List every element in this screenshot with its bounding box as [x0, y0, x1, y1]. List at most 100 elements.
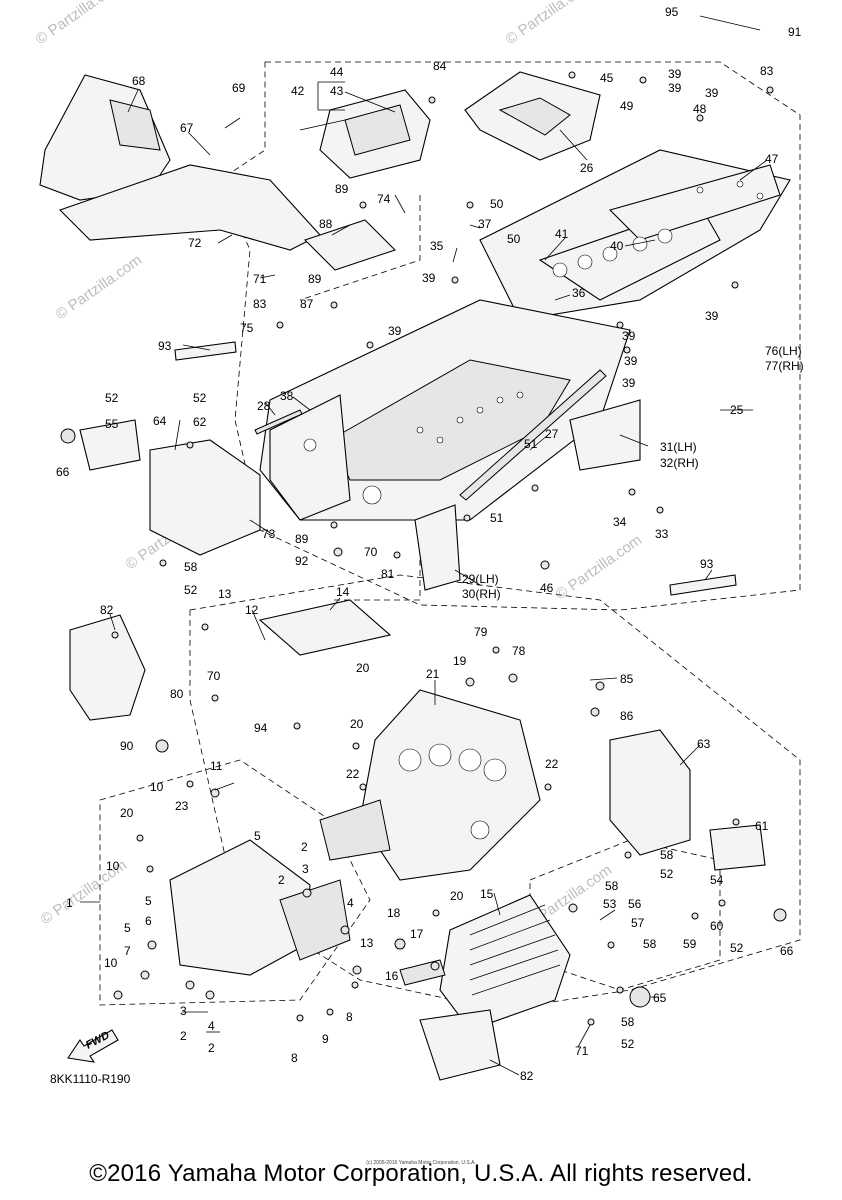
callout-label: 6 — [145, 914, 152, 928]
callout-label: 9 — [322, 1032, 329, 1046]
callout-label: 2 — [278, 873, 285, 887]
callout-label: 91 — [788, 25, 802, 39]
main-chassis-frame — [254, 299, 641, 591]
callout-label: 90 — [120, 739, 134, 753]
callout-label: 71 — [253, 272, 267, 286]
rear-bracket — [464, 71, 601, 161]
callout-label: 30(RH) — [462, 587, 501, 601]
diagram-code: 8KK1110-R190 — [50, 1072, 131, 1086]
callout-label: 11 — [210, 759, 223, 773]
callout-label: 35 — [430, 239, 444, 253]
callout-label: 81 — [381, 567, 395, 581]
callout-label: 20 — [120, 806, 134, 820]
callout-label: 22 — [545, 757, 559, 771]
callout-label: 93 — [158, 339, 172, 353]
callout-label: 52 — [184, 583, 198, 597]
callout-label: 69 — [232, 81, 246, 95]
callout-label: 58 — [184, 560, 198, 574]
callout-label: 31(LH) — [660, 440, 697, 454]
callout-label: 83 — [760, 64, 774, 78]
callout-label: 94 — [254, 721, 268, 735]
callout-label: 2 — [301, 840, 308, 854]
callout-label: 82 — [520, 1069, 534, 1083]
callout-label: 84 — [433, 59, 447, 73]
callout-label: 39 — [668, 81, 682, 95]
callout-label: 86 — [620, 709, 634, 723]
callout-label: 63 — [697, 737, 711, 751]
callout-label: 39 — [624, 354, 638, 368]
callout-label: 36 — [572, 286, 586, 300]
electrical-box — [299, 89, 431, 179]
callout-label: 10 — [106, 859, 120, 873]
callout-label: 71 — [575, 1044, 589, 1058]
fwd-arrow-icon: FWD — [67, 1029, 119, 1063]
callout-label: 52 — [105, 391, 119, 405]
rear-bumper — [60, 419, 261, 556]
small-copyright: (c) 2005-2016 Yamaha Motor Corporation, … — [366, 1160, 476, 1166]
callout-label: 73 — [262, 527, 276, 541]
callout-label: 5 — [254, 829, 261, 843]
callout-label: 52 — [621, 1037, 635, 1051]
callout-label: 65 — [653, 991, 667, 1005]
callout-label: 39 — [668, 67, 682, 81]
callout-label: 58 — [643, 937, 657, 951]
callout-label: 95 — [665, 5, 679, 19]
callout-label: 62 — [193, 415, 207, 429]
callout-label: 60 — [710, 919, 724, 933]
callout-label: 18 — [387, 906, 401, 920]
callout-label: 50 — [490, 197, 504, 211]
callout-label: 83 — [253, 297, 267, 311]
callout-label: 41 — [555, 227, 569, 241]
callout-labels: 95 91 84 45 44 43 42 39 39 39 83 69 68 6… — [56, 5, 804, 1083]
callout-label: 46 — [540, 581, 554, 595]
callout-label: 78 — [512, 644, 526, 658]
fasteners — [111, 71, 774, 1026]
callout-label: 26 — [580, 161, 594, 175]
callout-label: 70 — [364, 545, 378, 559]
callout-label: 3 — [180, 1004, 187, 1018]
callout-label: 16 — [385, 969, 399, 983]
callout-label: 89 — [335, 182, 349, 196]
callout-label: 50 — [507, 232, 521, 246]
callout-label: 89 — [308, 272, 322, 286]
small-plates — [174, 219, 737, 596]
callout-label: 53 — [603, 897, 617, 911]
callout-label: 13 — [218, 587, 232, 601]
callout-label: 39 — [622, 329, 636, 343]
callout-label: 85 — [620, 672, 634, 686]
callout-label: 67 — [180, 121, 194, 135]
callout-label: 25 — [730, 403, 744, 417]
callout-label: 80 — [170, 687, 184, 701]
callout-label: 59 — [683, 937, 697, 951]
leader-lines — [80, 15, 768, 1076]
callout-label: 8 — [291, 1051, 298, 1065]
callout-label: 75 — [240, 321, 254, 335]
callout-label: 22 — [346, 767, 360, 781]
callout-label: 51 — [524, 437, 538, 451]
callout-label: 58 — [660, 848, 674, 862]
callout-label: 70 — [207, 669, 221, 683]
callout-label: 44 — [330, 65, 344, 79]
callout-label: 54 — [710, 873, 724, 887]
callout-label: 5 — [124, 921, 131, 935]
callout-label: 87 — [300, 297, 314, 311]
callout-label: 52 — [730, 941, 744, 955]
callout-label: 72 — [188, 236, 202, 250]
callout-label: 5 — [145, 894, 152, 908]
callout-label: 34 — [613, 515, 627, 529]
callout-label: 88 — [319, 217, 333, 231]
callout-label: 49 — [620, 99, 634, 113]
callout-label: 10 — [104, 956, 118, 970]
callout-label: 79 — [474, 625, 488, 639]
callout-label: 58 — [605, 879, 619, 893]
callout-label: 61 — [755, 819, 769, 833]
callout-label: 8 — [346, 1010, 353, 1024]
callout-label: 37 — [478, 217, 492, 231]
copyright-footer: ©2016 Yamaha Motor Corporation, U.S.A. A… — [89, 1160, 753, 1187]
callout-label: 7 — [124, 944, 131, 958]
callout-label: 20 — [350, 717, 364, 731]
callout-label: 17 — [410, 927, 424, 941]
callout-label: 57 — [631, 916, 645, 930]
callout-label: 39 — [388, 324, 402, 338]
callout-label: 33 — [655, 527, 669, 541]
